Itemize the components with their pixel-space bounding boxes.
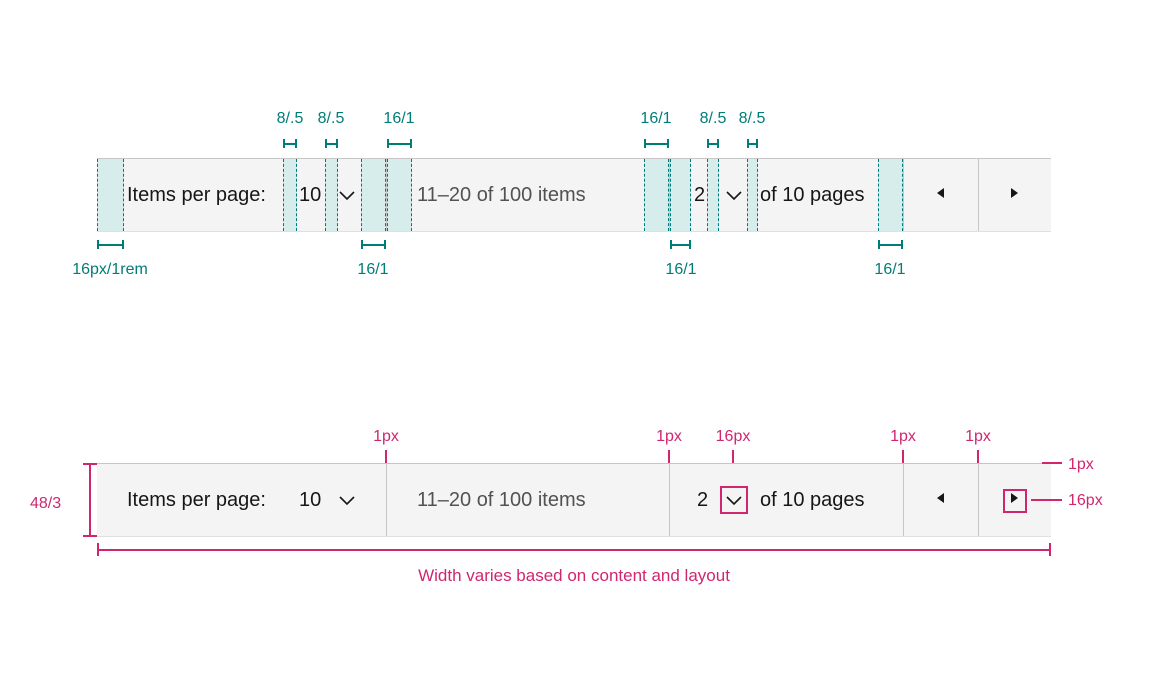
icon-callout-box bbox=[720, 486, 748, 514]
spacing-highlight-16 bbox=[387, 159, 412, 231]
icon-size-label: 16px bbox=[1068, 492, 1103, 509]
pages-suffix: of 10 pages bbox=[760, 183, 865, 206]
spacing-highlight-16 bbox=[97, 159, 124, 231]
callout-line bbox=[1031, 499, 1062, 501]
width-bracket bbox=[97, 543, 1051, 556]
measure-bracket bbox=[878, 240, 903, 249]
section-divider bbox=[978, 464, 979, 536]
spacing-label: 8/.5 bbox=[317, 110, 345, 127]
page-number-value[interactable]: 2 bbox=[694, 183, 706, 206]
spacing-label: 8/.5 bbox=[699, 110, 727, 127]
callout-tick bbox=[668, 450, 670, 464]
section-divider bbox=[669, 159, 670, 231]
spacing-highlight-16 bbox=[670, 159, 691, 231]
previous-page-button[interactable] bbox=[903, 159, 978, 231]
spacing-highlight-16 bbox=[644, 159, 669, 231]
border-width-label: 1px bbox=[1068, 456, 1094, 473]
spacing-highlight-8 bbox=[747, 159, 758, 231]
measure-bracket bbox=[283, 139, 297, 148]
chevron-down-icon[interactable] bbox=[726, 464, 742, 536]
previous-page-button[interactable] bbox=[903, 464, 978, 536]
spacing-highlight-8 bbox=[325, 159, 338, 231]
measure-bracket bbox=[644, 139, 669, 148]
pagination-bar: Items per page: 10 11–20 of 100 items 2 … bbox=[97, 463, 1051, 537]
range-text: 11–20 of 100 items bbox=[417, 183, 586, 206]
chevron-down-icon[interactable] bbox=[339, 159, 355, 231]
section-divider bbox=[903, 464, 904, 536]
callout-tick bbox=[385, 450, 387, 464]
spacing-label: 16/1 bbox=[874, 261, 906, 278]
measure-bracket bbox=[361, 240, 386, 249]
spacing-label: 16/1 bbox=[357, 261, 389, 278]
spacing-highlight-8 bbox=[707, 159, 719, 231]
border-width-label: 1px bbox=[890, 428, 916, 445]
caret-left-icon bbox=[936, 491, 945, 509]
spacing-label: 8/.5 bbox=[276, 110, 304, 127]
next-page-button[interactable] bbox=[978, 464, 1051, 536]
callout-line bbox=[1042, 462, 1062, 464]
border-width-label: 1px bbox=[373, 428, 399, 445]
border-width-label: 1px bbox=[656, 428, 682, 445]
measure-bracket bbox=[747, 139, 758, 148]
section-divider bbox=[903, 159, 904, 231]
measure-bracket bbox=[325, 139, 338, 148]
spacing-highlight-8 bbox=[283, 159, 297, 231]
pagination-bar: Items per page: 10 11–20 of 100 items 2 … bbox=[97, 158, 1051, 232]
callout-tick bbox=[902, 450, 904, 464]
spacing-label: 8/.5 bbox=[738, 110, 766, 127]
chevron-down-icon[interactable] bbox=[726, 159, 742, 231]
section-divider bbox=[386, 464, 387, 536]
caret-left-icon bbox=[936, 186, 945, 204]
height-label: 48/3 bbox=[30, 495, 62, 512]
measure-bracket bbox=[707, 139, 719, 148]
border-width-label: 1px bbox=[965, 428, 991, 445]
chevron-down-icon[interactable] bbox=[339, 464, 355, 536]
measure-bracket bbox=[387, 139, 412, 148]
section-divider bbox=[669, 464, 670, 536]
measure-bracket bbox=[670, 240, 691, 249]
icon-size-label: 16px bbox=[715, 428, 751, 445]
icon-callout-box bbox=[1003, 489, 1027, 513]
spacing-label: 16/1 bbox=[665, 261, 697, 278]
spacing-label: 16px/1rem bbox=[72, 261, 148, 278]
section-divider bbox=[978, 159, 979, 231]
spacing-label: 16/1 bbox=[640, 110, 672, 127]
page-number-value[interactable]: 2 bbox=[697, 488, 709, 511]
page-size-value[interactable]: 10 bbox=[299, 488, 322, 511]
spacing-highlight-16 bbox=[361, 159, 386, 231]
spacing-highlight-16 bbox=[878, 159, 903, 231]
caret-right-icon bbox=[1010, 491, 1019, 509]
caret-right-icon bbox=[1010, 186, 1019, 204]
height-bracket bbox=[83, 463, 97, 537]
width-caption: Width varies based on content and layout bbox=[418, 566, 730, 585]
measure-bracket bbox=[97, 240, 124, 249]
pages-suffix: of 10 pages bbox=[760, 488, 865, 511]
items-per-page-label: Items per page: bbox=[127, 488, 266, 511]
section-divider bbox=[386, 159, 387, 231]
callout-tick bbox=[977, 450, 979, 464]
next-page-button[interactable] bbox=[978, 159, 1051, 231]
spacing-label: 16/1 bbox=[383, 110, 415, 127]
items-per-page-label: Items per page: bbox=[127, 183, 266, 206]
page-size-value[interactable]: 10 bbox=[299, 183, 322, 206]
range-text: 11–20 of 100 items bbox=[417, 488, 586, 511]
